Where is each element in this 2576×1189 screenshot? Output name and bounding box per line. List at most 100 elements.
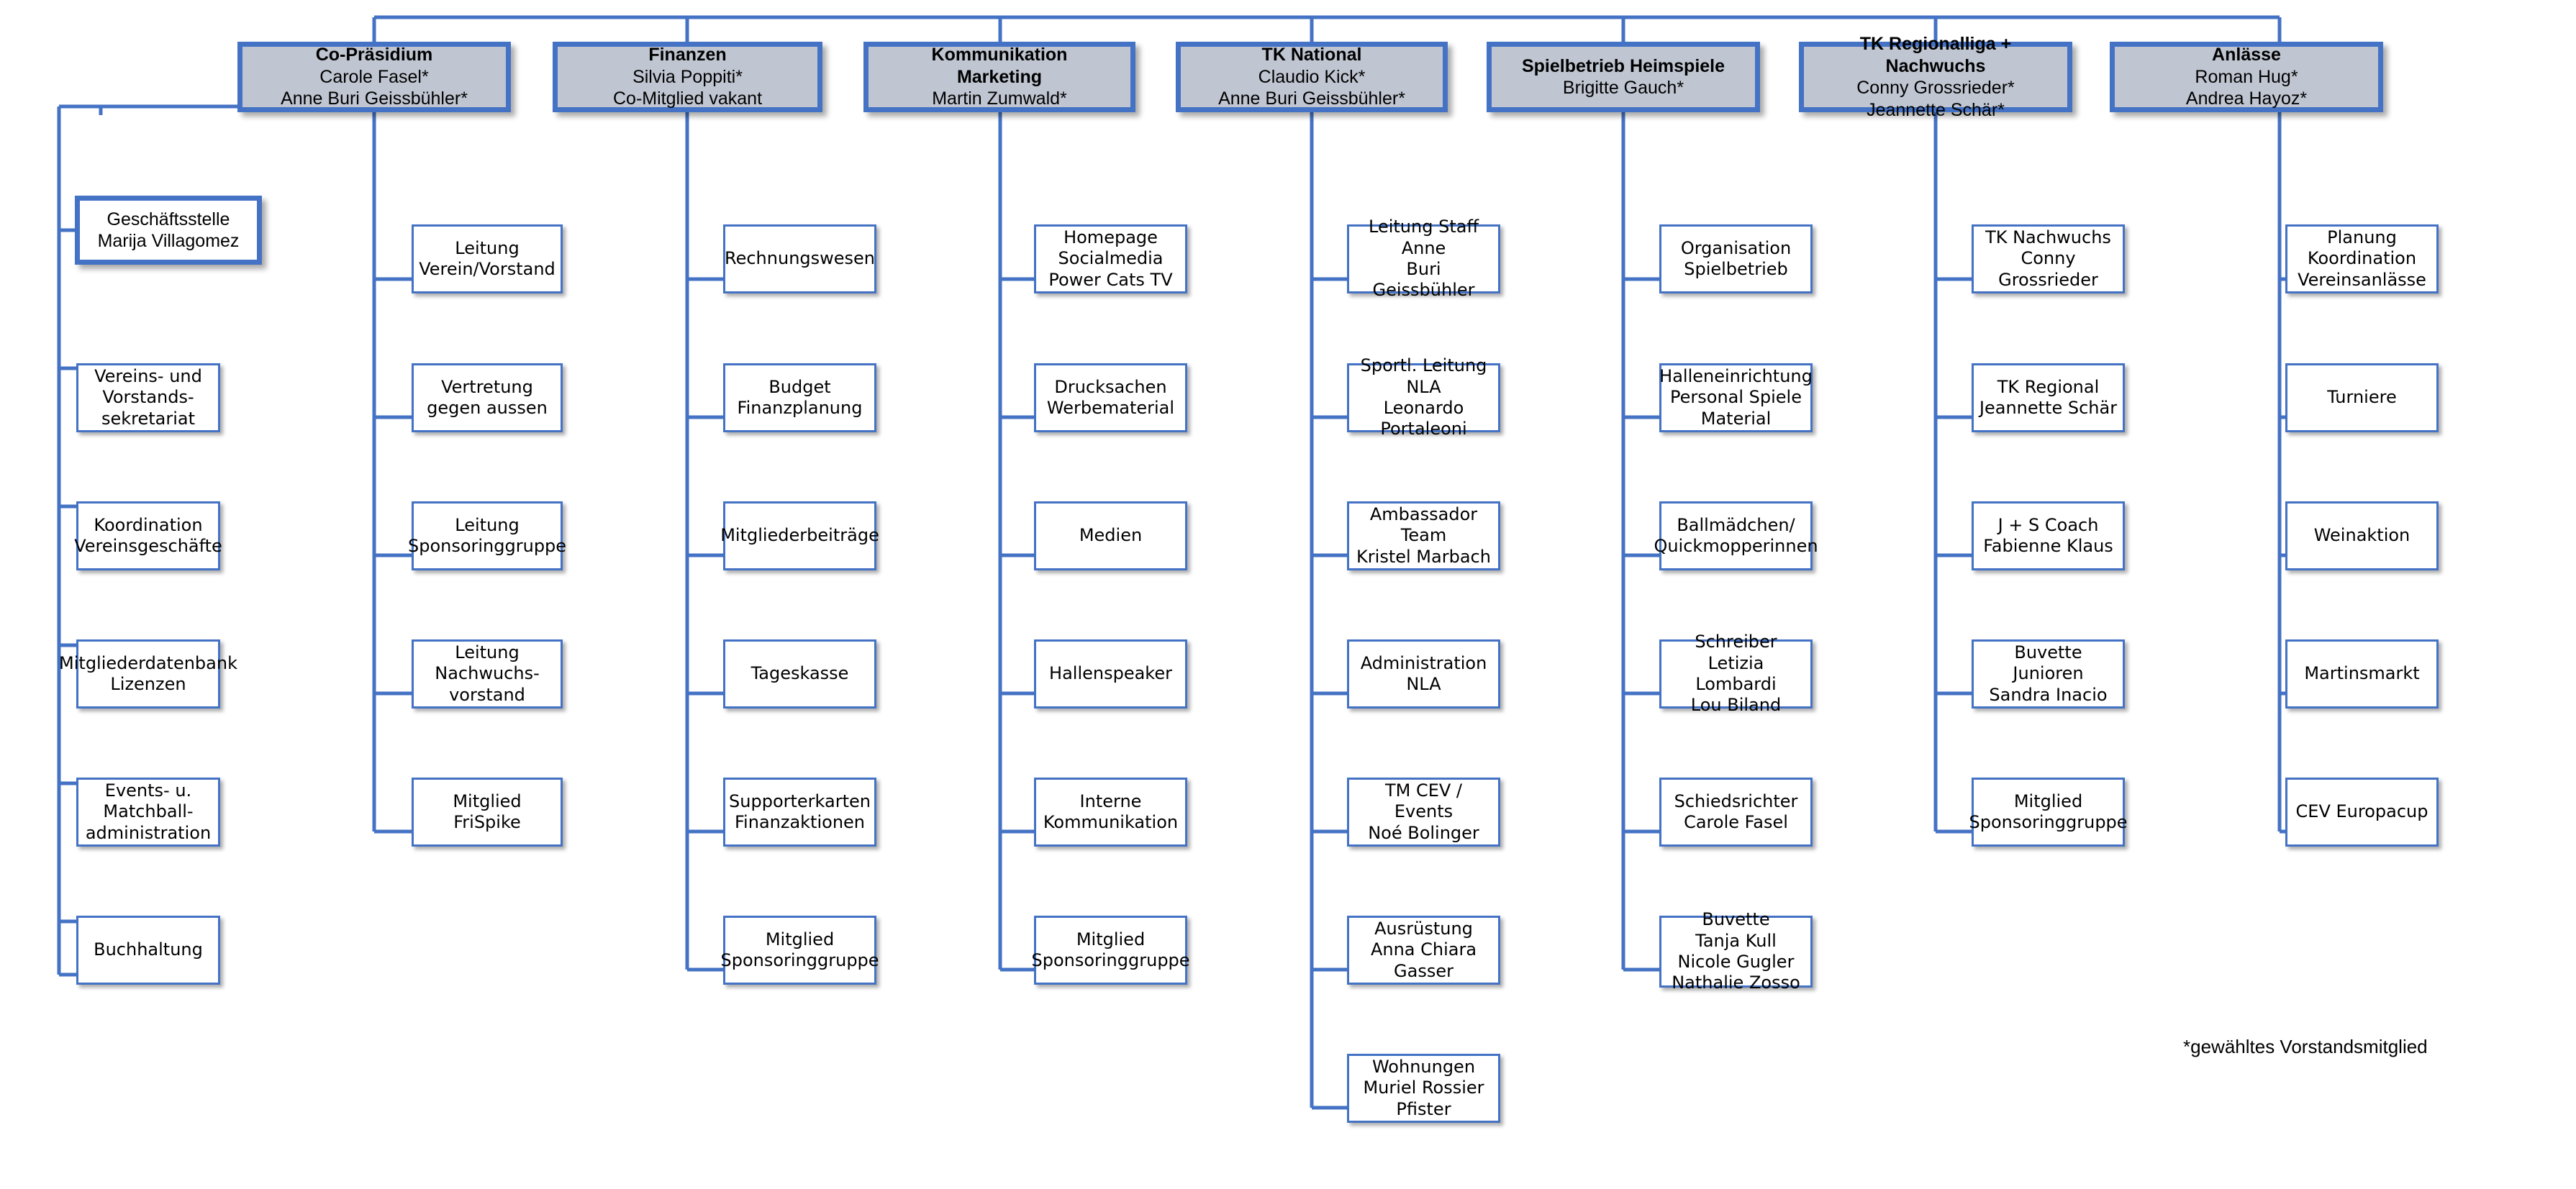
- node-geschaeftsstelle[interactable]: Geschäftsstelle Marija Villagomez: [75, 196, 262, 265]
- node-tm-cev-events[interactable]: TM CEV / Events Noé Bolinger: [1347, 778, 1500, 847]
- node-label: Koordination Vereinsgeschäfte: [74, 514, 222, 556]
- node-sportl-leitung-nla[interactable]: Sportl. Leitung NLA Leonardo Portaleoni: [1347, 355, 1500, 439]
- node-label: Budget Finanzplanung: [737, 376, 863, 418]
- legend-footnote: *gewähltes Vorstandsmitglied: [2183, 1036, 2428, 1057]
- node-label: TM CEV / Events Noé Bolinger: [1368, 780, 1479, 843]
- node-label: Ballmädchen/ Quickmopperinnen: [1654, 514, 1818, 556]
- node-label: Wohnungen Muriel Rossier Pfister: [1363, 1057, 1484, 1119]
- node-label: Vereins- und Vorstands- sekretariat: [94, 366, 202, 429]
- node-label: TK Nachwuchs Conny Grossrieder: [1985, 227, 2111, 290]
- node-schiedsrichter[interactable]: Schiedsrichter Carole Fasel: [1659, 778, 1813, 847]
- node-medien[interactable]: Medien: [1034, 501, 1187, 570]
- node-label: Mitglied Sponsoringgruppe: [720, 929, 879, 970]
- dept-title: Co-Präsidium: [315, 45, 433, 65]
- node-j-s-coach[interactable]: J + S Coach Fabienne Klaus: [1972, 501, 2125, 570]
- node-label: Martinsmarkt: [2304, 663, 2420, 684]
- node-label: CEV Europacup: [2295, 801, 2428, 822]
- node-mitgliederbeitraege[interactable]: Mitgliederbeiträge: [720, 501, 879, 570]
- node-label: Vertretung gegen aussen: [427, 376, 548, 418]
- node-label: Rechnungswesen: [725, 248, 876, 269]
- node-leitung-verein-vorstand[interactable]: Leitung Verein/Vorstand: [412, 224, 563, 293]
- node-label: Buvette Junioren Sandra Inacio: [1989, 642, 2108, 705]
- node-homepage-socialmedia-power-cats-tv[interactable]: Homepage Socialmedia Power Cats TV: [1034, 224, 1187, 293]
- node-label: Schiedsrichter Carole Fasel: [1674, 791, 1798, 832]
- node-cev-europacup[interactable]: CEV Europacup: [2285, 778, 2439, 847]
- node-mitglied-sponsoringgruppe-tk-regionalliga[interactable]: Mitglied Sponsoringgruppe: [1969, 778, 2128, 847]
- node-hallenspeaker[interactable]: Hallenspeaker: [1034, 639, 1187, 709]
- dept-title: Anlässe: [2212, 45, 2281, 65]
- node-buchhaltung[interactable]: Buchhaltung: [76, 916, 220, 985]
- node-tk-nachwuchs[interactable]: TK Nachwuchs Conny Grossrieder: [1972, 224, 2125, 293]
- dept-title: TK Regionalliga + Nachwuchs: [1859, 34, 2012, 76]
- node-weinaktion[interactable]: Weinaktion: [2285, 501, 2439, 570]
- dept-title: TK National: [1261, 45, 1362, 65]
- node-tk-regional[interactable]: TK Regional Jeannette Schär: [1972, 363, 2125, 432]
- dept-title: Finanzen: [648, 45, 727, 65]
- dept-people: Claudio Kick* Anne Buri Geissbühler*: [1218, 66, 1405, 109]
- node-mitglied-frispike[interactable]: Mitglied FriSpike: [412, 778, 563, 847]
- node-label: Geschäftsstelle Marija Villagomez: [97, 209, 240, 252]
- node-organisation-spielbetrieb[interactable]: Organisation Spielbetrieb: [1659, 224, 1813, 293]
- node-ausruestung[interactable]: Ausrüstung Anna Chiara Gasser: [1347, 916, 1500, 985]
- node-supporterkarten-finanzaktionen[interactable]: Supporterkarten Finanzaktionen: [723, 778, 876, 847]
- node-buvette-junioren[interactable]: Buvette Junioren Sandra Inacio: [1972, 639, 2125, 709]
- node-rechnungswesen[interactable]: Rechnungswesen: [723, 224, 876, 293]
- node-interne-kommunikation[interactable]: Interne Kommunikation: [1034, 778, 1187, 847]
- node-label: Leitung Verein/Vorstand: [419, 237, 555, 279]
- node-label: Hallenspeaker: [1049, 663, 1172, 684]
- node-label: Organisation Spielbetrieb: [1680, 237, 1792, 279]
- node-label: Buvette Tanja Kull Nicole Gugler Nathali…: [1672, 909, 1800, 993]
- node-label: Weinaktion: [2313, 525, 2411, 546]
- node-label: Medien: [1079, 525, 1143, 546]
- node-drucksachen-werbematerial[interactable]: Drucksachen Werbematerial: [1034, 363, 1187, 432]
- node-koordination-vereinsgeschaefte[interactable]: Koordination Vereinsgeschäfte: [74, 501, 222, 570]
- dept-people: Roman Hug* Andrea Hayoz*: [2185, 66, 2308, 109]
- node-halleneinrichtung-personal-material[interactable]: Halleneinrichtung Personal Spiele Materi…: [1659, 363, 1813, 432]
- dept-people: Conny Grossrieder* Jeannette Schär*: [1856, 78, 2015, 120]
- node-ambassador-team[interactable]: Ambassador Team Kristel Marbach: [1347, 501, 1500, 570]
- node-label: Ausrüstung Anna Chiara Gasser: [1370, 919, 1477, 981]
- node-leitung-staff[interactable]: Leitung Staff Anne Buri Geissbühler: [1347, 217, 1500, 300]
- node-mitglied-sponsoringgruppe-finanzen[interactable]: Mitglied Sponsoringgruppe: [720, 916, 879, 985]
- node-leitung-sponsoringgruppe[interactable]: Leitung Sponsoringgruppe: [408, 501, 566, 570]
- node-turniere[interactable]: Turniere: [2285, 363, 2439, 432]
- node-schreiber[interactable]: Schreiber Letizia Lombardi Lou Biland: [1659, 632, 1813, 715]
- node-label: Homepage Socialmedia Power Cats TV: [1048, 227, 1173, 290]
- node-planung-koordination-vereinsanlaesse[interactable]: Planung Koordination Vereinsanlässe: [2285, 224, 2439, 293]
- node-buvette[interactable]: Buvette Tanja Kull Nicole Gugler Nathali…: [1659, 909, 1813, 993]
- node-label: Mitgliederbeiträge: [720, 525, 879, 546]
- node-label: Ambassador Team Kristel Marbach: [1356, 504, 1491, 567]
- node-vereins-und-vorstandssekretariat[interactable]: Vereins- und Vorstands- sekretariat: [76, 363, 220, 432]
- node-label: Administration NLA: [1360, 652, 1487, 694]
- node-mitgliederdatenbank-lizenzen[interactable]: Mitgliederdatenbank Lizenzen: [59, 639, 237, 709]
- node-label: Sportl. Leitung NLA Leonardo Portaleoni: [1360, 355, 1487, 439]
- node-leitung-nachwuchsvorstand[interactable]: Leitung Nachwuchs- vorstand: [412, 639, 563, 709]
- node-mitglied-sponsoringgruppe-kommunikation[interactable]: Mitglied Sponsoringgruppe: [1031, 916, 1190, 985]
- dept-title: Spielbetrieb Heimspiele: [1521, 55, 1725, 76]
- node-label: Interne Kommunikation: [1043, 791, 1179, 832]
- node-events-matchball-administration[interactable]: Events- u. Matchball- administration: [76, 778, 220, 847]
- node-martinsmarkt[interactable]: Martinsmarkt: [2285, 639, 2439, 709]
- node-administration-nla[interactable]: Administration NLA: [1347, 639, 1500, 709]
- node-label: Turniere: [2327, 387, 2397, 408]
- node-ballmaedchen-quickmopperinnen[interactable]: Ballmädchen/ Quickmopperinnen: [1654, 501, 1818, 570]
- dept-people: Carole Fasel* Anne Buri Geissbühler*: [281, 66, 468, 109]
- node-tageskasse[interactable]: Tageskasse: [723, 639, 876, 709]
- node-vertretung-gegen-aussen[interactable]: Vertretung gegen aussen: [412, 363, 563, 432]
- dept-people: Martin Zumwald*: [932, 88, 1067, 109]
- node-budget-finanzplanung[interactable]: Budget Finanzplanung: [723, 363, 876, 432]
- node-wohnungen[interactable]: Wohnungen Muriel Rossier Pfister: [1347, 1054, 1500, 1123]
